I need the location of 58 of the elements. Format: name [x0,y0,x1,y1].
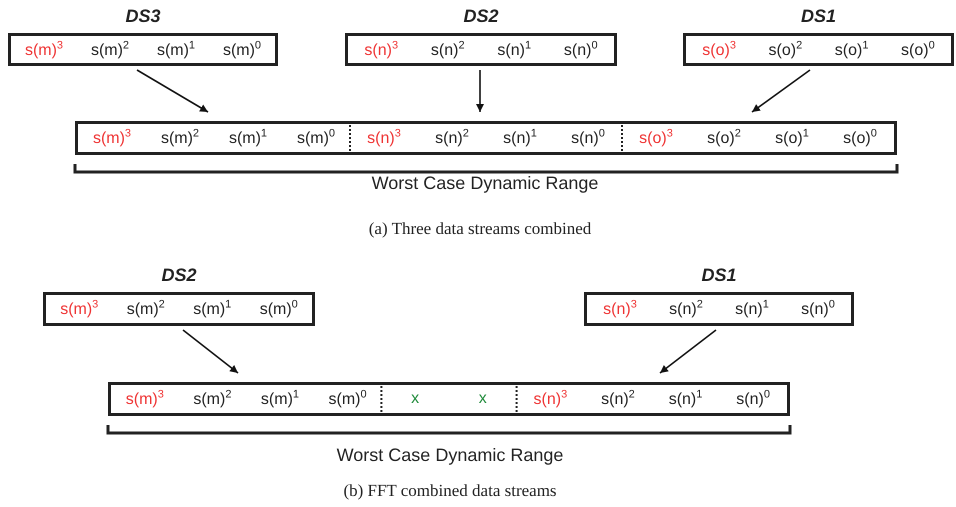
sample-value: s(n)$^{1}$ [735,301,769,318]
sample-value: s(n)$^{3}$ [367,130,401,148]
sample-value: s(o)$^{3}$ [639,130,673,148]
sample-value: s(n)$^{2}$ [601,391,635,408]
sample-value: s(o)$^{1}$ [834,42,868,59]
sample-value: s(m)$^{3}$ [60,301,98,318]
sample-value: s(n)$^{1}$ [497,42,532,59]
sample-value: s(m)$^{2}$ [126,301,165,318]
sample-value: s(n)$^{3}$ [534,391,568,408]
sample-value: s(o)$^{0}$ [843,130,877,148]
sample-value: s(n)$^{3}$ [364,42,398,59]
sample-value: s(n)$^{0}$ [571,130,605,148]
sample-value: s(m)$^{3}$ [24,42,64,59]
sample-value: s(m)$^{1}$ [260,391,300,408]
sample-value: s(o)$^{2}$ [707,130,741,148]
sample-value: s(m)$^{0}$ [222,42,262,59]
range-label: Worst Case Dynamic Range [372,173,598,194]
sample-value: s(n)$^{2}$ [669,301,703,318]
sample-value: s(n)$^{0}$ [564,42,598,59]
arrow [182,329,238,374]
sample-value: s(n)$^{0}$ [801,301,835,318]
arrow [752,69,810,113]
arrow [476,70,484,112]
sample-value: s(m)$^{1}$ [228,130,268,148]
sample-value: s(n)$^{2}$ [435,130,469,148]
sample-value: s(o)$^{0}$ [901,42,935,59]
stream-heading: DS1 [800,6,837,27]
arrow [136,69,208,113]
sample-value: s(n)$^{1}$ [668,391,702,408]
sample-value: s(o)$^{3}$ [702,42,736,59]
sample-value: s(o)$^{1}$ [775,130,809,148]
sample-value: s(m)$^{1}$ [193,301,232,318]
figure-caption: (a) Three data streams combined [368,219,592,239]
sample-value: s(m)$^{3}$ [92,130,132,148]
padding-value: x [478,390,487,407]
figure-caption: (b) FFT combined data streams [343,481,557,501]
sample-value: s(m)$^{0}$ [328,391,367,408]
sample-value: s(m)$^{1}$ [156,42,196,59]
sample-value: s(m)$^{2}$ [193,391,232,408]
sample-value: s(o)$^{2}$ [768,42,802,59]
range-label: Worst Case Dynamic Range [336,445,564,466]
stream-heading: DS2 [160,265,198,286]
combined-stream-box [75,121,897,155]
stream-heading: DS2 [462,6,500,27]
sample-value: s(m)$^{0}$ [296,130,336,148]
stream-heading: DS3 [124,6,162,27]
sample-value: s(m)$^{3}$ [126,391,164,408]
combined-stream-box [108,382,790,416]
stream-heading: DS1 [700,265,738,286]
sample-value: s(n)$^{0}$ [736,391,770,408]
sample-value: s(n)$^{2}$ [430,42,465,59]
sample-value: s(n)$^{1}$ [503,130,537,148]
sample-value: s(n)$^{3}$ [603,301,637,318]
sample-value: s(m)$^{2}$ [160,130,200,148]
sample-value: s(m)$^{2}$ [90,42,130,59]
sample-value: s(m)$^{0}$ [260,301,298,318]
arrow [660,329,716,374]
padding-value: x [411,390,420,407]
